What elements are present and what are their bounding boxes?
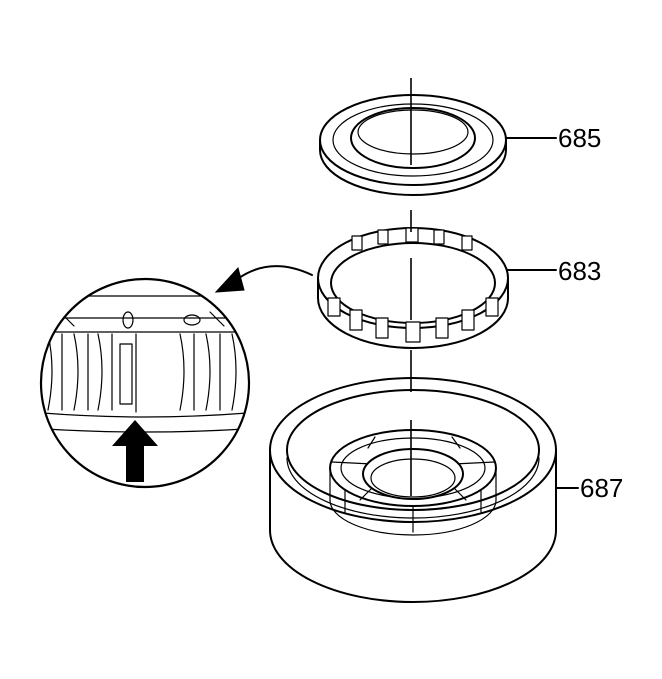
label-685: 685: [558, 123, 601, 153]
up-arrow-icon: [112, 420, 158, 482]
label-687: 687: [580, 473, 623, 503]
label-683: 683: [558, 256, 601, 286]
bearing-race-683: [317, 227, 509, 349]
seal-685: [319, 94, 507, 196]
housing-687: [269, 377, 557, 603]
leader-lines: [505, 137, 579, 489]
detail-view: [39, 277, 251, 489]
curved-arrow-icon: [214, 265, 313, 293]
